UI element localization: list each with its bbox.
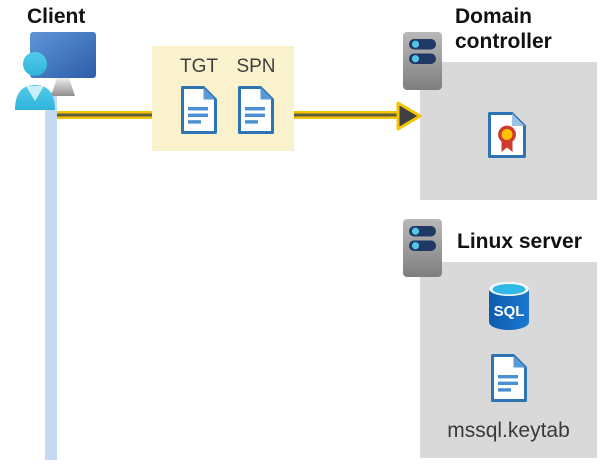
tgt-document-icon — [181, 86, 217, 134]
certificate-icon — [488, 112, 526, 158]
spn-document-icon — [238, 86, 274, 134]
ticket-token-box: TGT SPN — [152, 46, 294, 151]
sql-icon-text: SQL — [494, 303, 525, 320]
spn-label: SPN — [236, 56, 276, 77]
domain-controller-server-icon — [403, 32, 442, 90]
linux-server-label: Linux server — [457, 230, 582, 253]
client-label: Client — [27, 5, 86, 28]
linux-server-icon — [403, 219, 442, 277]
client-workstation-icon — [15, 32, 96, 110]
client-connector-line — [45, 92, 57, 460]
sql-database-icon: SQL — [489, 282, 529, 330]
tgt-label: TGT — [180, 56, 218, 77]
keytab-document-icon — [491, 354, 527, 402]
keytab-file-label: mssql.keytab — [447, 419, 570, 442]
domain-controller-label: Domain controller — [455, 5, 552, 53]
request-arrow-head-icon — [396, 101, 422, 131]
person-icon — [15, 52, 55, 110]
